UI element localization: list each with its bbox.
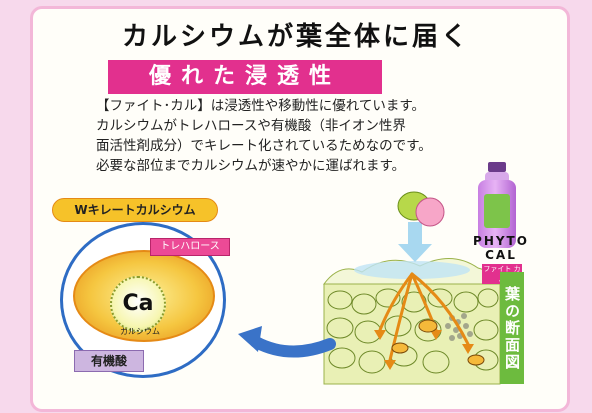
description-line: カルシウムがトレハロースや有機酸（非イオン性界 [96, 118, 406, 134]
bottle-label [484, 194, 510, 228]
product-name: PHYTO CAL [466, 234, 536, 262]
description-line: 面活性剤成分）でキレート化されているためなのです。 [96, 138, 432, 154]
feature-banner: 優れた浸透性 [108, 60, 382, 94]
product-bottle [472, 162, 524, 250]
trehalose-tag: トレハロース [150, 238, 230, 256]
calcium-core-label: カルシウム [120, 327, 160, 336]
description-line: 必要な部位までカルシウムが速やかに運ばれます。 [96, 158, 406, 174]
headline: カルシウムが葉全体に届く [121, 22, 470, 52]
leaf-cross-section [323, 257, 501, 385]
bottle-neck [485, 172, 509, 180]
calcium-core: Ca [110, 276, 166, 332]
chelate-calcium-tag: Wキレートカルシウム [52, 198, 218, 222]
link-arrow [238, 326, 336, 358]
product-name-line2: CAL [485, 248, 517, 262]
spray-leaf-illustration [397, 191, 445, 227]
description-line: 【ファイト･カル】は浸透性や移動性に優れています。 [96, 98, 425, 114]
product-name-line1: PHYTO [473, 234, 529, 248]
leaf-section-label: 葉の断面図 [500, 272, 524, 384]
description: 【ファイト･カル】は浸透性や移動性に優れています。 カルシウムがトレハロースや有… [96, 96, 476, 176]
absorb-arrow [398, 222, 432, 262]
organic-acid-tag: 有機酸 [74, 350, 144, 372]
bottle-cap [488, 162, 506, 172]
